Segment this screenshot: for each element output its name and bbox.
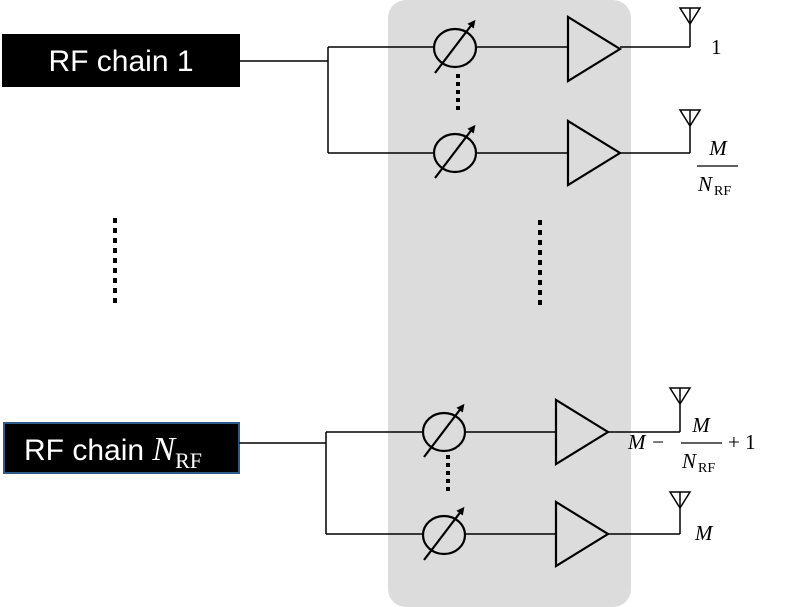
antenna-icon [668, 387, 692, 432]
rf-chain-nrf-label: RF chain NRF [24, 431, 202, 473]
svg-text:N: N [697, 172, 713, 196]
amplifier-icon [566, 119, 623, 187]
antenna-label-m-minus-m-over-nrf-plus-1: M − M N RF + 1 [627, 413, 756, 476]
amplifier-icon [566, 15, 623, 83]
amplifier-icon [554, 398, 611, 466]
svg-text:M: M [708, 136, 728, 160]
svg-text:RF: RF [698, 461, 715, 476]
antenna-label-m-over-nrf: M N RF [697, 136, 738, 199]
rf-chain-1-label: RF chain 1 [48, 45, 193, 78]
svg-text:M −: M − [627, 430, 665, 454]
phase-shifter-icon [432, 124, 478, 179]
antenna-icon [668, 491, 692, 534]
phase-shifter-icon [421, 506, 467, 561]
analog-network-panel [388, 0, 631, 607]
rf-chain-nrf-block: RF chain NRF [3, 422, 240, 474]
rf-chain-nrf-symbol: N [151, 431, 177, 468]
rf-chain-1-box [2, 34, 240, 87]
svg-text:+ 1: + 1 [728, 430, 756, 454]
svg-text:M: M [691, 413, 711, 437]
antenna-icon [678, 109, 702, 153]
phase-shifter-icon [432, 19, 478, 74]
svg-text:RF: RF [714, 184, 731, 199]
rf-chain-1-block: RF chain 1 [2, 34, 240, 87]
antenna-icon [678, 7, 702, 47]
antenna-label-m: M [694, 521, 714, 545]
amplifier-icon [554, 500, 611, 568]
svg-text:N: N [681, 449, 697, 473]
rf-chain-nrf-subscript: RF [175, 448, 202, 473]
antenna-label-1: 1 [711, 35, 722, 59]
phase-shifter-icon [421, 403, 467, 458]
rf-chain-nrf-box [3, 422, 240, 474]
